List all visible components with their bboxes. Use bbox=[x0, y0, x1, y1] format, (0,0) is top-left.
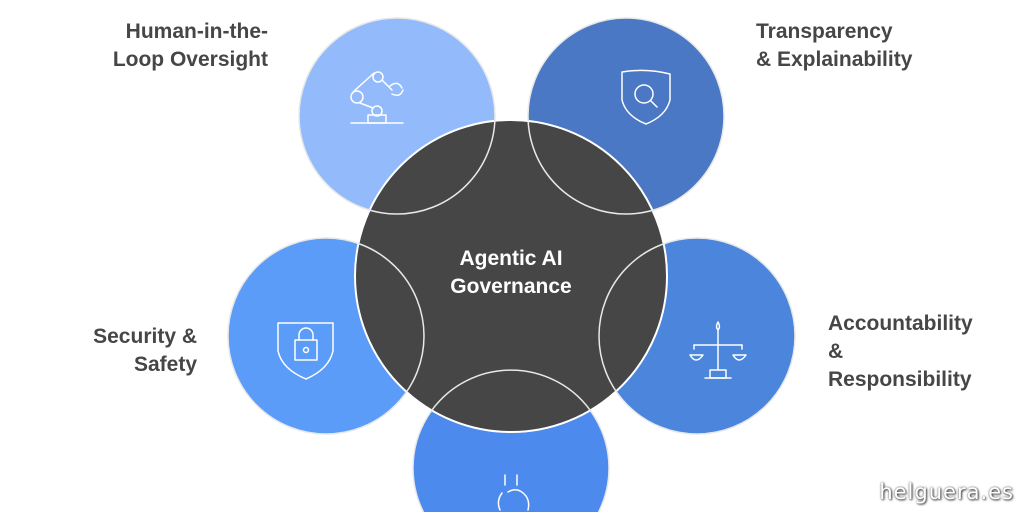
label-accountability: Accountability & Responsibility bbox=[828, 312, 973, 391]
handshake-icon bbox=[497, 474, 530, 511]
shield-search-icon bbox=[621, 69, 671, 125]
label-transparency: Transparency & Explainability bbox=[756, 20, 913, 71]
label-security: Security & Safety bbox=[93, 325, 197, 376]
label-human-loop: Human-in-the- Loop Oversight bbox=[112, 20, 268, 71]
shield-lock-icon bbox=[277, 322, 334, 380]
robot-arm-icon bbox=[350, 71, 404, 124]
scales-icon bbox=[689, 321, 747, 379]
center-hub bbox=[354, 119, 668, 433]
node-outlines bbox=[227, 17, 796, 512]
watermark: helguera.es bbox=[879, 480, 1014, 504]
center-title: Agentic AI Governance bbox=[450, 247, 572, 298]
